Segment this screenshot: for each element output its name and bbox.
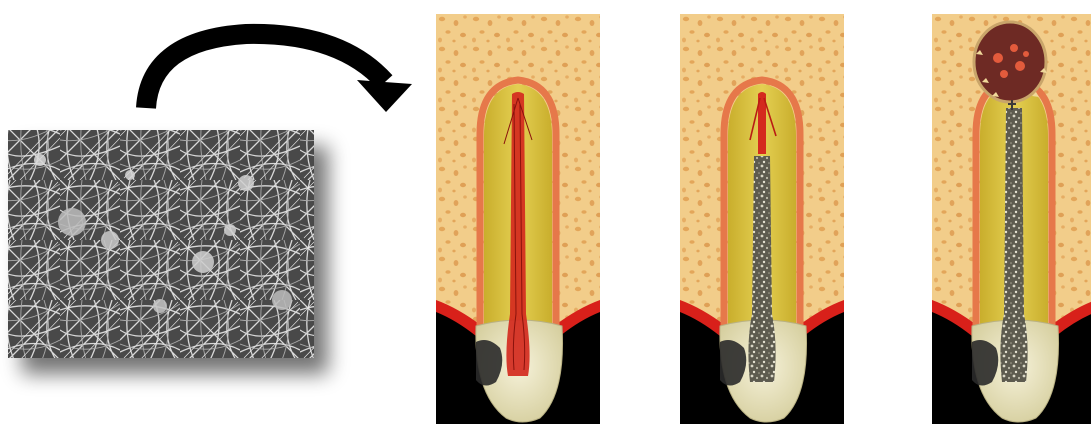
sem-micrograph — [8, 130, 314, 358]
curved-arrow — [146, 34, 412, 112]
tooth-panel-1 — [436, 14, 600, 424]
periapical-lesion — [974, 22, 1047, 102]
tooth-panel-3 — [932, 14, 1091, 424]
tooth-panel-2 — [680, 14, 844, 424]
